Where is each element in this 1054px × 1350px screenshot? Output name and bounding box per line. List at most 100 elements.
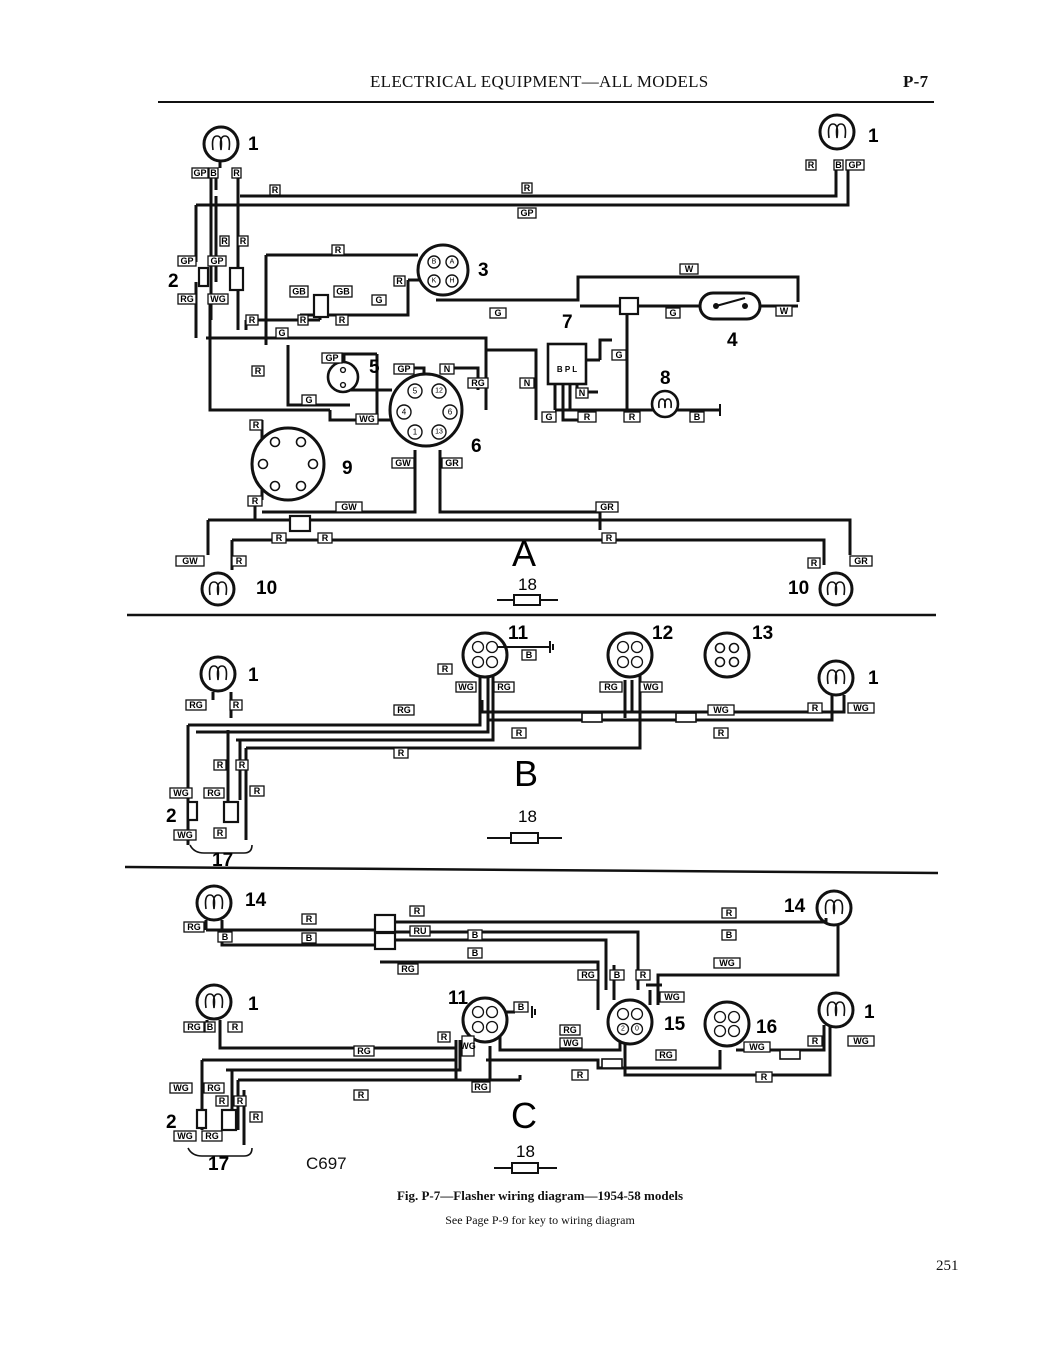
wire-tag: R [437, 663, 453, 675]
label-17-b: 17 [212, 850, 233, 871]
pin-a-label: A [450, 259, 455, 266]
svg-text:RG: RG [563, 1025, 577, 1035]
label-11-c: 11 [448, 988, 469, 1009]
wire-tag: R [807, 557, 821, 569]
wire-tag: WG [707, 704, 735, 716]
wire-tag: RG [493, 681, 515, 693]
wire-tag: WG [460, 1035, 476, 1057]
svg-text:R: R [253, 420, 260, 430]
wire-tag: RG [559, 1024, 581, 1036]
label-1-a-left: 1 [248, 134, 259, 155]
wire-tag: R [511, 727, 527, 739]
inline-fuse-c-1 [601, 1058, 623, 1069]
wire-tag: R [229, 699, 243, 711]
svg-text:GP: GP [848, 160, 861, 170]
wire-tag: R [231, 555, 247, 567]
wire-tag: GW [335, 501, 363, 513]
wire-tag: GP [207, 255, 227, 267]
label-10-right: 10 [788, 578, 809, 599]
svg-text:B: B [472, 948, 479, 958]
svg-text:GW: GW [182, 556, 198, 566]
wire-tag: RG [393, 704, 415, 716]
snap-connector-a [618, 296, 640, 316]
wire-tag: RG [203, 1082, 225, 1094]
snap-connector-c-1 [373, 913, 397, 934]
svg-text:R: R [441, 1032, 448, 1042]
wire-tag: G [541, 411, 557, 423]
svg-text:R: R [217, 760, 224, 770]
socket-9 [250, 426, 326, 502]
wire-tag: R [577, 411, 597, 423]
svg-text:WG: WG [210, 294, 226, 304]
label-5: 5 [369, 357, 380, 378]
wire-tag: R [237, 235, 249, 247]
connector-2-b-left [186, 800, 199, 822]
svg-text:R: R [253, 1112, 260, 1122]
svg-text:G: G [494, 308, 501, 318]
connector-2-a-right [228, 266, 245, 292]
svg-text:G: G [669, 308, 676, 318]
wire-tag: WG [207, 293, 229, 305]
label-8: 8 [660, 368, 671, 389]
svg-text:R: R [812, 703, 819, 713]
wire-tag: B [467, 929, 483, 941]
wire-tag: B [833, 159, 844, 171]
wire-tag: RG [185, 699, 207, 711]
svg-text:WG: WG [713, 705, 729, 715]
svg-text:WG: WG [460, 1041, 476, 1051]
switch-11-c [461, 996, 536, 1044]
lamp-10-rear-left [200, 571, 236, 607]
label-14-left: 14 [245, 890, 267, 911]
section-a: B A K H [168, 113, 879, 607]
wire-tag: R [231, 167, 242, 179]
page-number: 251 [936, 1258, 959, 1274]
wire-tag: R [807, 1035, 823, 1047]
wire-tag: R [245, 314, 259, 326]
label-14-right: 14 [784, 896, 806, 917]
svg-text:GP: GP [180, 256, 193, 266]
wire-tag: G [301, 394, 317, 406]
wire-tag: R [317, 532, 333, 544]
snap-connector-c-2 [373, 931, 397, 951]
svg-text:R: R [358, 1090, 365, 1100]
wire-tag: R [219, 235, 230, 247]
relay-pins-label: B P L [557, 365, 577, 374]
svg-text:R: R [718, 728, 725, 738]
svg-text:GP: GP [397, 364, 410, 374]
svg-text:B: B [306, 933, 313, 943]
svg-text:B: B [526, 650, 533, 660]
wire-tag: R [301, 913, 317, 925]
wire-tag: WG [847, 1035, 875, 1047]
wire-tag: R [215, 1095, 229, 1107]
header-title: ELECTRICAL EQUIPMENT—ALL MODELS [370, 72, 709, 91]
wire-tag: R [335, 314, 349, 326]
wire-tag: B [208, 167, 219, 179]
header-page-label: P-7 [903, 72, 929, 91]
svg-text:G: G [305, 395, 312, 405]
wire-tag: R [755, 1071, 773, 1083]
svg-text:WG: WG [173, 1083, 189, 1093]
wire-tag: R [805, 159, 817, 171]
pin-13-label: 13 [435, 429, 443, 436]
wire-tag: R [249, 1111, 263, 1123]
wire-tag: GP [191, 167, 209, 179]
svg-text:W: W [780, 306, 789, 316]
wire-tag: B [609, 969, 625, 981]
wire-tag: R [251, 365, 265, 377]
svg-text:R: R [306, 914, 313, 924]
wire-tag: WG [743, 1041, 771, 1053]
svg-text:B: B [614, 970, 621, 980]
svg-text:R: R [252, 496, 259, 506]
wire-tag: R [393, 747, 409, 759]
label-1-c-left: 1 [248, 994, 259, 1015]
svg-text:RG: RG [357, 1046, 371, 1056]
wire-tag: G [665, 307, 681, 319]
svg-text:G: G [375, 295, 382, 305]
socket-13 [703, 631, 751, 679]
label-9: 9 [342, 458, 353, 479]
svg-text:B: B [210, 168, 217, 178]
section-b-scale-label: 18 [518, 807, 537, 826]
wire-tag: GB [289, 285, 309, 298]
svg-text:WG: WG [853, 703, 869, 713]
label-12: 12 [652, 623, 673, 644]
